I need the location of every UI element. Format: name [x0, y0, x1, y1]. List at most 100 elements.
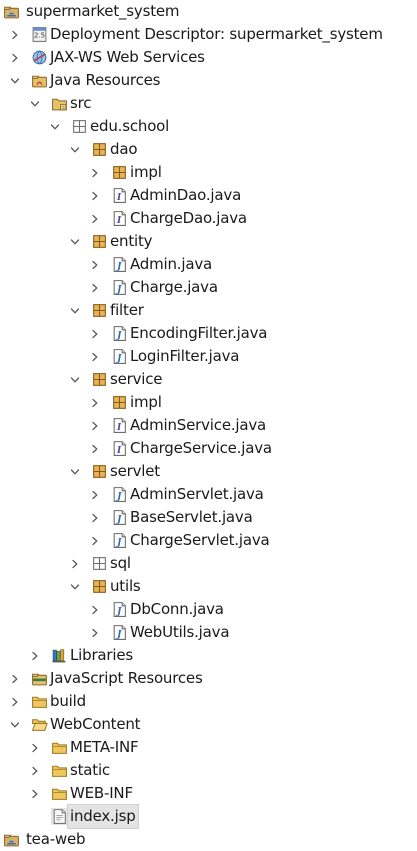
tree-item-impl[interactable]: impl — [0, 161, 417, 184]
tree-item-utils[interactable]: utils — [0, 575, 417, 598]
tree-item-label: LoginFilter.java — [130, 347, 240, 365]
tree-item-chargeservlet-java[interactable]: J ChargeServlet.java — [0, 529, 417, 552]
chevron-right-icon[interactable] — [87, 322, 103, 345]
chevron-right-icon[interactable] — [87, 437, 103, 460]
tree-item-label: supermarket_system — [26, 2, 180, 20]
java-file-icon: J — [111, 601, 128, 618]
tree-item-label: WebContent — [50, 715, 141, 733]
tree-item-label: static — [70, 761, 110, 779]
svg-text:J: J — [115, 262, 122, 272]
tree-item-label: WebUtils.java — [130, 623, 230, 641]
tree-item-dao[interactable]: dao — [0, 138, 417, 161]
tree-item-webcontent[interactable]: WebContent — [0, 713, 417, 736]
chevron-right-icon[interactable] — [87, 345, 103, 368]
tree-item-libraries[interactable]: Libraries — [0, 644, 417, 667]
tree-item-edu-school[interactable]: edu.school — [0, 115, 417, 138]
chevron-right-icon[interactable] — [87, 161, 103, 184]
chevron-right-icon[interactable] — [7, 23, 23, 46]
tree-item-meta-inf[interactable]: META-INF — [0, 736, 417, 759]
tree-item-label: filter — [110, 301, 144, 319]
tree-item-label: AdminService.java — [130, 416, 267, 434]
javascript-resources-icon — [31, 670, 48, 687]
chevron-right-icon[interactable] — [87, 506, 103, 529]
tree-item-impl[interactable]: impl — [0, 391, 417, 414]
tree-item-label: utils — [110, 577, 141, 595]
chevron-down-icon[interactable] — [67, 230, 83, 253]
tree-item-sql[interactable]: sql — [0, 552, 417, 575]
chevron-right-icon[interactable] — [87, 276, 103, 299]
deployment-descriptor-icon: 2.5 — [31, 26, 48, 43]
java-file-icon: J — [111, 256, 128, 273]
chevron-down-icon[interactable] — [67, 299, 83, 322]
tree-item-web-inf[interactable]: WEB-INF — [0, 782, 417, 805]
chevron-down-icon[interactable] — [7, 69, 23, 92]
svg-text:J: J — [115, 331, 122, 341]
tree-item-entity[interactable]: entity — [0, 230, 417, 253]
chevron-right-icon[interactable] — [67, 552, 83, 575]
tree-item-label: AdminDao.java — [130, 186, 242, 204]
chevron-right-icon[interactable] — [87, 529, 103, 552]
chevron-down-icon[interactable] — [7, 713, 23, 736]
java-file-icon: J — [111, 348, 128, 365]
tree-item-label: BaseServlet.java — [130, 508, 253, 526]
chevron-down-icon[interactable] — [67, 460, 83, 483]
chevron-right-icon[interactable] — [7, 667, 23, 690]
package-icon — [91, 463, 108, 480]
tree-item-build[interactable]: build — [0, 690, 417, 713]
tree-item-label: dao — [110, 140, 138, 158]
svg-text:J: J — [115, 538, 122, 548]
tree-item-label: ChargeServlet.java — [130, 531, 270, 549]
tree-item-service[interactable]: service — [0, 368, 417, 391]
tree-item-servlet[interactable]: servlet — [0, 460, 417, 483]
chevron-down-icon[interactable] — [27, 92, 43, 115]
java-interface-file-icon: I — [111, 417, 128, 434]
chevron-right-icon[interactable] — [27, 644, 43, 667]
tree-item-static[interactable]: static — [0, 759, 417, 782]
chevron-right-icon[interactable] — [87, 414, 103, 437]
tree-item-admin-java[interactable]: J Admin.java — [0, 253, 417, 276]
tree-item-label: service — [110, 370, 163, 388]
tree-item-label: Admin.java — [130, 255, 213, 273]
svg-text:J: J — [115, 354, 122, 364]
folder-icon — [31, 693, 48, 710]
chevron-right-icon[interactable] — [7, 46, 23, 69]
chevron-right-icon[interactable] — [87, 253, 103, 276]
tree-item-filter[interactable]: filter — [0, 299, 417, 322]
tree-item-loginfilter-java[interactable]: J LoginFilter.java — [0, 345, 417, 368]
tree-item-src[interactable]: src — [0, 92, 417, 115]
chevron-down-icon[interactable] — [67, 368, 83, 391]
chevron-right-icon[interactable] — [27, 736, 43, 759]
chevron-right-icon[interactable] — [87, 207, 103, 230]
chevron-right-icon[interactable] — [87, 621, 103, 644]
chevron-down-icon[interactable] — [47, 115, 63, 138]
chevron-right-icon[interactable] — [87, 391, 103, 414]
tree-item-java-resources[interactable]: Java Resources — [0, 69, 417, 92]
tree-item-jax-ws-web-services[interactable]: JAX-WS Web Services — [0, 46, 417, 69]
chevron-right-icon[interactable] — [27, 782, 43, 805]
svg-text:J: J — [115, 492, 122, 502]
chevron-right-icon[interactable] — [27, 759, 43, 782]
chevron-right-icon[interactable] — [7, 690, 23, 713]
tree-item-javascript-resources[interactable]: JavaScript Resources — [0, 667, 417, 690]
chevron-right-icon[interactable] — [87, 598, 103, 621]
tree-item-index-jsp[interactable]: index.jsp — [0, 804, 417, 829]
tree-item-label: build — [50, 692, 86, 710]
chevron-down-icon[interactable] — [67, 575, 83, 598]
chevron-right-icon[interactable] — [87, 184, 103, 207]
chevron-down-icon[interactable] — [67, 138, 83, 161]
chevron-right-icon[interactable] — [87, 483, 103, 506]
folder-icon — [51, 785, 68, 802]
tree-item-supermarket-system[interactable]: supermarket_system — [0, 0, 417, 23]
tree-item-label: JAX-WS Web Services — [50, 48, 205, 66]
